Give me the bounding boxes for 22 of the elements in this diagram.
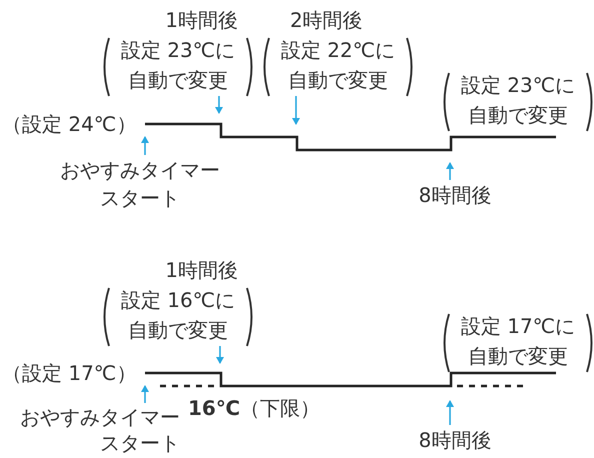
- setting-label: （設定 24℃）: [2, 111, 136, 138]
- setting-text: 設定 23℃に自動で変更: [460, 72, 576, 129]
- event-label: おやすみタイマースタート: [19, 404, 180, 456]
- arrow: [446, 162, 454, 180]
- event-label: 8時間後: [418, 182, 492, 209]
- setting-text: 設定 23℃に自動で変更: [120, 37, 236, 94]
- lower-limit-label: 16℃（下限）: [188, 395, 320, 422]
- arrow: [216, 346, 224, 364]
- setting-text: 設定 17℃に自動で変更: [460, 313, 576, 370]
- arrow: [446, 400, 454, 425]
- time-label: 1時間後: [165, 8, 238, 32]
- arrow: [215, 96, 223, 114]
- event-label: 8時間後: [418, 427, 492, 454]
- setting-label: （設定 17℃）: [2, 360, 136, 387]
- setting-text: 設定 16℃に自動で変更: [120, 287, 236, 344]
- event-label: おやすみタイマースタート: [59, 157, 221, 212]
- arrow: [292, 96, 300, 125]
- setting-text: 設定 22℃に自動で変更: [280, 37, 396, 94]
- time-label: 2時間後: [290, 8, 363, 32]
- arrow: [141, 136, 149, 155]
- arrow: [141, 385, 149, 403]
- time-label: 1時間後: [165, 258, 238, 282]
